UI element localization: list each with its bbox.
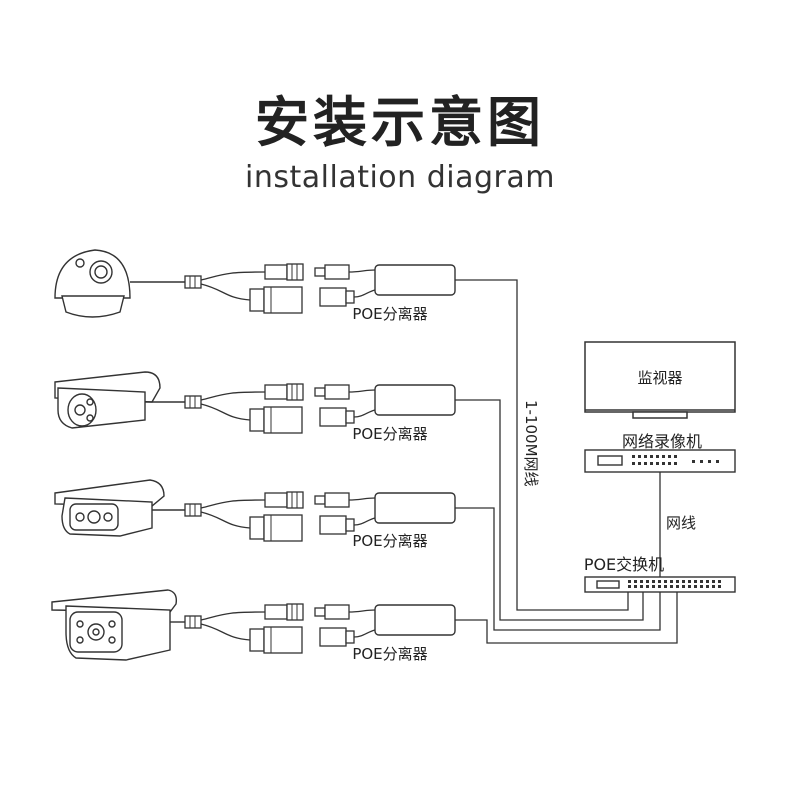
- port-dot: [646, 585, 649, 588]
- port-dot: [668, 455, 671, 458]
- port-dot: [694, 585, 697, 588]
- poe-splitter: [314, 492, 456, 535]
- monitor-icon: [584, 341, 736, 419]
- port-dot: [632, 462, 635, 465]
- port-dot: [682, 580, 685, 583]
- port-dot: [632, 455, 635, 458]
- port-dot: [662, 455, 665, 458]
- port-dot: [706, 580, 709, 583]
- port-dot: [644, 455, 647, 458]
- port-dot: [716, 460, 719, 463]
- port-dot: [694, 580, 697, 583]
- port-dot: [652, 580, 655, 583]
- camera-pigtail-cable: [184, 603, 304, 654]
- port-dot: [640, 585, 643, 588]
- port-dot: [638, 462, 641, 465]
- nvr-ports: [632, 455, 719, 465]
- network-cables: [455, 279, 678, 644]
- splitter-label: POE分离器: [352, 645, 427, 663]
- port-dot: [662, 462, 665, 465]
- port-dot: [646, 580, 649, 583]
- port-dot: [628, 585, 631, 588]
- page-title: 安装示意图: [255, 91, 545, 154]
- port-dot: [688, 580, 691, 583]
- port-dot: [700, 585, 703, 588]
- camera-pigtail-cable: [184, 383, 304, 434]
- port-dot: [656, 462, 659, 465]
- page-subtitle: installation diagram: [245, 160, 555, 195]
- port-dot: [712, 580, 715, 583]
- port-dot: [692, 460, 695, 463]
- port-dot: [664, 580, 667, 583]
- port-dot: [682, 585, 685, 588]
- port-dot: [718, 585, 721, 588]
- box-camera-icon: [54, 479, 185, 537]
- port-dot: [628, 580, 631, 583]
- port-dot: [638, 455, 641, 458]
- poe-switch-icon: [584, 576, 736, 593]
- port-dot: [712, 585, 715, 588]
- port-dot: [674, 462, 677, 465]
- port-dot: [650, 455, 653, 458]
- port-dot: [688, 585, 691, 588]
- monitor-label: 监视器: [637, 369, 682, 387]
- splitter-label: POE分离器: [352, 305, 427, 323]
- port-dot: [718, 580, 721, 583]
- port-dot: [658, 585, 661, 588]
- dome-camera-icon: [54, 249, 185, 318]
- poe-splitter: [314, 264, 456, 307]
- port-dot: [664, 585, 667, 588]
- camera-pigtail-cable: [184, 263, 304, 314]
- port-dot: [708, 460, 711, 463]
- poe-splitter: [314, 384, 456, 427]
- cable-label: 网线: [666, 514, 696, 532]
- poe-splitter: [314, 604, 456, 647]
- splitter-label: POE分离器: [352, 425, 427, 443]
- port-dot: [700, 460, 703, 463]
- port-dot: [644, 462, 647, 465]
- port-dot: [668, 462, 671, 465]
- port-dot: [670, 580, 673, 583]
- port-dot: [670, 585, 673, 588]
- switch-ports: [628, 580, 721, 588]
- port-dot: [706, 585, 709, 588]
- switch-label: POE交换机: [584, 555, 664, 574]
- port-dot: [634, 585, 637, 588]
- nvr-icon: [584, 449, 736, 473]
- port-dot: [652, 585, 655, 588]
- port-dot: [658, 580, 661, 583]
- camera-pigtail-cable: [184, 491, 304, 542]
- splitter-label: POE分离器: [352, 532, 427, 550]
- port-dot: [676, 580, 679, 583]
- port-dot: [650, 462, 653, 465]
- port-dot: [676, 585, 679, 588]
- port-dot: [700, 580, 703, 583]
- port-dot: [640, 580, 643, 583]
- cable-spec-label: 1-100M网线: [522, 400, 540, 487]
- port-dot: [634, 580, 637, 583]
- bullet-camera-icon: [54, 371, 185, 429]
- nvr-label: 网络录像机: [622, 432, 702, 451]
- port-dot: [656, 455, 659, 458]
- large-bullet-camera-icon: [51, 589, 185, 661]
- port-dot: [674, 455, 677, 458]
